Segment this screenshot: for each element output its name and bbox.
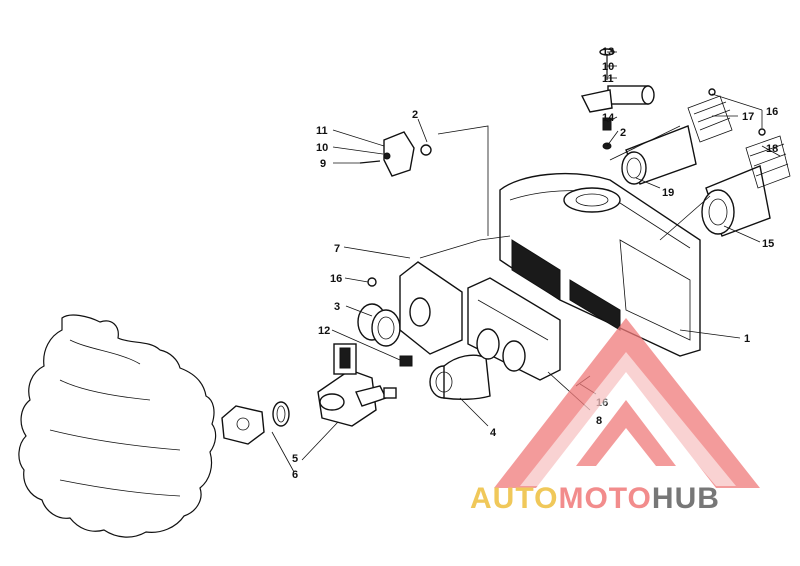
callout-labels: 1 2 2 3 4 5 6 7 8 9 10 10 11 11 12 13 14… (292, 46, 778, 481)
callout-14: 14 (602, 112, 615, 124)
screen-17 (687, 95, 733, 143)
callout-12: 12 (318, 325, 330, 337)
air-silencer-box (499, 172, 701, 357)
engine-outline (18, 314, 217, 538)
callout-10-thermo: 10 (602, 61, 614, 73)
silencer-plate (399, 261, 463, 355)
callout-8: 8 (596, 415, 602, 427)
engine-detail (49, 339, 181, 497)
callout-16-right: 16 (766, 106, 778, 118)
carburetor (317, 343, 397, 427)
callout-2-thermo: 2 (620, 127, 626, 139)
intake-boot (357, 303, 401, 347)
watermark-hub: HUB (651, 482, 720, 515)
silencer-lower-half (467, 277, 561, 381)
watermark-wordmark: AUTOMOTOHUB (470, 482, 720, 516)
watermark-moto: MOTO (558, 482, 652, 515)
callout-18: 18 (766, 143, 778, 155)
callout-2-top: 2 (412, 109, 418, 121)
callout-16-left: 16 (330, 273, 342, 285)
callout-4: 4 (490, 427, 497, 439)
callout-13: 13 (602, 46, 614, 58)
screw-16-top-b (758, 128, 766, 136)
screw-16-left (367, 277, 377, 287)
watermark-auto: AUTO (470, 482, 559, 515)
callout-9: 9 (320, 158, 326, 170)
callout-19: 19 (662, 187, 674, 199)
callout-11-thermo: 11 (602, 73, 614, 85)
screen-18 (745, 135, 791, 189)
callout-17: 17 (742, 111, 754, 123)
intake-elbow (429, 354, 491, 401)
clip (399, 355, 413, 367)
callout-10-left: 10 (316, 142, 328, 154)
callout-3: 3 (334, 301, 340, 313)
intake-tube-small (621, 125, 697, 185)
callout-5: 5 (292, 453, 298, 465)
callout-6: 6 (292, 469, 298, 481)
callout-7: 7 (334, 243, 340, 255)
callout-15: 15 (762, 238, 774, 250)
valve-bracket-assembly (359, 131, 432, 177)
intake-flange (221, 405, 265, 445)
callout-11-left: 11 (316, 125, 328, 137)
callout-1: 1 (744, 333, 750, 345)
intake-tube-large (701, 165, 771, 237)
thermostat-assembly (580, 48, 655, 150)
watermark-triangle-logo (494, 318, 760, 488)
screw-16-top-a (708, 88, 716, 96)
clamp-ring (272, 401, 290, 427)
